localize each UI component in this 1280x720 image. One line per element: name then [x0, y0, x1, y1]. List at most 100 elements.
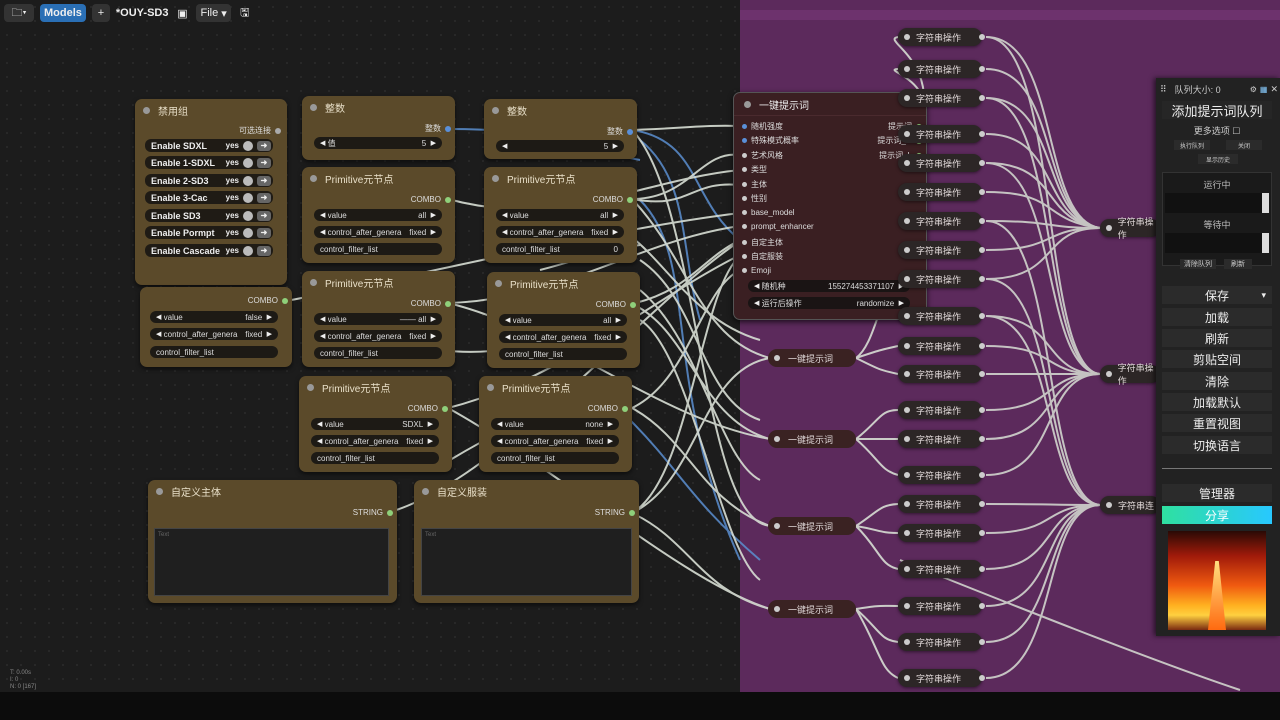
output-slot[interactable]: COMBO — [588, 404, 628, 413]
output-slot[interactable]: COMBO — [248, 296, 288, 305]
input-slot[interactable]: 随机强度 — [742, 121, 783, 132]
prev-arrow-icon[interactable]: ◀ — [502, 212, 508, 219]
input-slot[interactable]: 主体 — [742, 179, 767, 190]
models-button[interactable]: Models — [40, 4, 86, 22]
string-op-node[interactable]: 字符串操作 — [898, 466, 985, 484]
control-filter-list-widget[interactable]: control_filter_list — [314, 347, 442, 359]
exec-queue-button[interactable]: 执行队列 — [1174, 140, 1210, 150]
clear-queue-button[interactable]: 清除队列 — [1180, 259, 1216, 269]
load-button[interactable]: 加载 — [1162, 308, 1272, 326]
string-op-node[interactable]: 字符串操作 — [898, 183, 985, 201]
input-port[interactable] — [904, 276, 910, 282]
scrollbar[interactable] — [1262, 193, 1269, 213]
prev-arrow-icon[interactable]: ◀ — [320, 333, 326, 340]
collapse-dot-icon[interactable] — [492, 106, 499, 114]
collapse-dot-icon[interactable] — [492, 174, 499, 182]
integer-node[interactable]: 整数 整数 ◀ 5 ▶ — [484, 99, 637, 159]
output-port[interactable] — [979, 247, 985, 253]
input-slot[interactable]: 类型 — [742, 164, 767, 175]
clear-button[interactable]: 清除 — [1162, 372, 1272, 390]
string-op-node[interactable]: 字符串操作 — [898, 154, 985, 172]
share-button[interactable]: 分享 — [1162, 506, 1272, 524]
output-port[interactable] — [282, 297, 288, 304]
collapse-dot-icon[interactable] — [156, 487, 163, 495]
output-port[interactable] — [627, 196, 633, 203]
workflow-title[interactable]: *OUY-SD3 — [115, 7, 169, 19]
output-port[interactable] — [442, 405, 448, 412]
more-options[interactable]: 更多选项 ☐ — [1162, 124, 1272, 137]
toggle-knob-icon[interactable] — [243, 227, 253, 238]
increment-arrow-icon[interactable]: ▶ — [612, 143, 618, 150]
optional-connect[interactable]: 可选连接 — [239, 125, 281, 136]
clipspace-button[interactable]: 剪贴空间 — [1162, 350, 1272, 368]
output-port[interactable] — [979, 407, 985, 413]
string-op-node[interactable]: 字符串操作 — [898, 560, 985, 578]
input-slot[interactable]: 自定服装 — [742, 251, 783, 262]
input-port[interactable] — [904, 95, 910, 101]
primitive-node[interactable]: Primitive元节点 COMBO ◀ value—— all ▶ ◀ con… — [302, 271, 455, 367]
prev-arrow-icon[interactable]: ◀ — [317, 421, 323, 428]
string-op-node[interactable]: 字符串操作 — [898, 270, 985, 288]
goto-arrow-icon[interactable]: ➜ — [257, 175, 271, 186]
string-op-node[interactable]: 字符串操作 — [898, 212, 985, 230]
output-slot[interactable]: COMBO — [411, 195, 451, 204]
input-slot[interactable]: 自定主体 — [742, 237, 783, 248]
refresh-queue-button[interactable]: 刷新 — [1224, 259, 1252, 269]
output-port[interactable] — [979, 189, 985, 195]
string-op-node[interactable]: 字符串操作 — [898, 495, 985, 513]
load-default-button[interactable]: 加载默认 — [1162, 393, 1272, 411]
output-port[interactable] — [979, 34, 985, 40]
input-port[interactable] — [904, 218, 910, 224]
collapsed-prompt-node[interactable]: 一键提示词 — [768, 349, 856, 367]
collapse-dot-icon[interactable] — [307, 383, 314, 391]
input-port[interactable] — [1106, 371, 1112, 377]
string-op-node[interactable]: 字符串操作 — [898, 633, 985, 651]
string-op-node[interactable]: 字符串操作 — [898, 401, 985, 419]
input-port[interactable] — [1106, 502, 1112, 508]
next-arrow-icon[interactable]: ▶ — [427, 421, 433, 428]
input-port[interactable] — [742, 124, 747, 129]
output-port[interactable] — [979, 131, 985, 137]
input-port[interactable] — [904, 603, 910, 609]
toggle-knob-icon[interactable] — [243, 210, 253, 221]
toggle-knob-icon[interactable] — [243, 192, 253, 203]
input-port[interactable] — [742, 240, 747, 245]
next-arrow-icon[interactable]: ▶ — [615, 334, 621, 341]
output-port[interactable] — [622, 405, 628, 412]
input-port[interactable] — [904, 501, 910, 507]
input-port[interactable] — [904, 407, 910, 413]
input-port[interactable] — [742, 138, 747, 143]
manager-button[interactable]: 管理器 — [1162, 484, 1272, 502]
collapse-dot-icon[interactable] — [310, 278, 317, 286]
string-op-node[interactable]: 字符串操作 — [898, 669, 985, 687]
output-port[interactable] — [979, 639, 985, 645]
goto-arrow-icon[interactable]: ➜ — [257, 245, 271, 256]
output-port[interactable] — [629, 509, 635, 516]
preview-image[interactable] — [1168, 531, 1266, 630]
output-port[interactable] — [445, 300, 451, 307]
input-port[interactable] — [904, 131, 910, 137]
prev-arrow-icon[interactable]: ◀ — [320, 316, 326, 323]
image-icon[interactable]: ▣ — [177, 7, 188, 20]
input-port[interactable] — [904, 34, 910, 40]
toggle-knob-icon[interactable] — [243, 245, 253, 256]
output-port[interactable] — [979, 371, 985, 377]
output-slot[interactable]: COMBO — [408, 404, 448, 413]
